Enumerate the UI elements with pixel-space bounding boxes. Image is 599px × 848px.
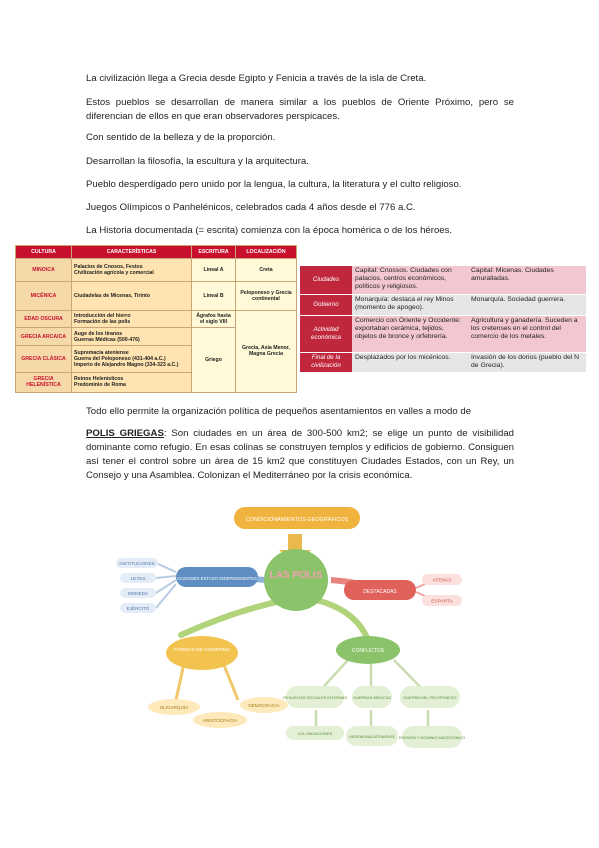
header-cultura: CULTURA [15, 244, 72, 260]
conf-sub-2: DIVISIÓN Y DOMINIO MACEDÓNICO [399, 735, 466, 740]
row-header-actividad: Actividad económica [300, 315, 352, 353]
header-escritura: ESCRITURA [191, 244, 236, 260]
right-node [344, 580, 416, 600]
paragraph-5: Pueblo desperdigado pero unido por la le… [86, 179, 462, 190]
left-label: CIUDADES-ESTADO INDEPENDIENTES [177, 576, 257, 581]
loc-grecia: Grecia, Asia Menor, Magna Grecia [235, 309, 297, 394]
left-item-0: INSTITUCIONES [119, 561, 154, 566]
cultures-table: CULTURA CARACTERÍSTICAS ESCRITURA LOCALI… [15, 244, 297, 394]
gov-label: FORMAS DE GOBIERNO [174, 647, 230, 653]
gov-node [166, 636, 238, 670]
top-node [234, 507, 360, 529]
gov-item-1: DEMOCRACIA [248, 703, 280, 708]
left-item-1: LEYES [131, 576, 146, 581]
esc-oscura: Ágrafos hasta el siglo VIII [191, 309, 236, 329]
cell-actividad-minoica: Comercio con Oriente y Occidente: export… [352, 315, 468, 353]
header-localizacion: LOCALIZACIÓN [235, 244, 297, 260]
esc-minoica: Lineal A [191, 258, 236, 282]
cultura-helenistica: GRECIA HELENÍSTICA [15, 371, 72, 394]
paragraph-1: La civilización llega a Grecia desde Egi… [86, 73, 427, 84]
gov-item-0: OLIGARQUÍA [160, 704, 190, 710]
right-label: DESTACADAS [363, 589, 397, 595]
cell-gobierno-micenica: Monarquía. Sociedad guerrera. [468, 294, 586, 316]
paragraph-2: Estos pueblos se desarrollan de manera s… [86, 97, 514, 122]
paragraph-7: La Historia documentada (= escrita) comi… [86, 225, 453, 236]
polis-mindmap: LAS POLIS CONDICIONAMIENTOS GEOGRÁFICOS … [116, 507, 466, 748]
paragraph-4: Desarrollan la filosofía, la escultura y… [86, 156, 309, 167]
cell-final-minoica: Desplazados por los micénicos. [352, 352, 468, 373]
cultura-arcaica: GRECIA ARCAICA [15, 327, 72, 347]
left-item-2: MONEDA [128, 591, 149, 596]
car-micenica: Ciudadelas de Micenas, Tirinto [71, 280, 192, 311]
center-node [264, 549, 328, 611]
esc-micenica: Lineal B [191, 280, 236, 311]
conf-item-1: GUERRAS MÉDICAS [353, 695, 391, 700]
top-label: CONDICIONAMIENTOS GEOGRÁFICOS [246, 516, 349, 523]
intro-paragraph: Todo ello permite la organización políti… [86, 406, 472, 417]
right-item-1: ESPARTA [431, 599, 453, 605]
conf-sub-0: COLONIZACIONES [298, 731, 333, 736]
cultura-oscura: EDAD OSCURA [15, 309, 72, 329]
cell-gobierno-minoica: Monarquía: destaca el rey Minos (momento… [352, 294, 468, 316]
header-caracteristicas: CARACTERÍSTICAS [71, 244, 192, 260]
cultura-clasica: GRECIA CLÁSICA [15, 345, 72, 373]
gov-item-2: ARISTOCRACIA [203, 718, 238, 723]
polis-text: : Son ciudades en un área de 300-500 km2… [86, 428, 515, 481]
esc-griego: Griego [191, 327, 236, 393]
loc-minoica: Creta [235, 258, 297, 282]
center-label: LAS POLIS [270, 570, 323, 581]
branch-conf [313, 597, 371, 643]
row-header-ciudades: Ciudades [300, 266, 352, 296]
left-item-3: EJÉRCITO [127, 605, 150, 611]
polis-title: POLIS GRIEGAS [86, 428, 164, 439]
cell-ciudades-minoica: Capital: Cnossos. Ciudades con palacios,… [352, 266, 468, 296]
cultura-micenica: MICÉNICA [15, 280, 72, 311]
conf-sub-1: HEGEMONÍA ATENIENSE [349, 734, 396, 739]
cell-final-micenica: Invasión de los dorios (pueblo del N de … [468, 352, 586, 373]
conf-item-0: REVUELTAS SOCIALES INTERNAS [283, 695, 347, 700]
row-header-final: Final de la civilización [300, 352, 352, 373]
minoan-mycenaean-table: Ciudades Capital: Cnossos. Ciudades con … [300, 266, 586, 373]
right-item-0: ATENAS [433, 578, 452, 584]
branch-gov [178, 597, 289, 638]
cultura-minoica: MINOICA [15, 258, 72, 282]
loc-micenica: Peloponeso y Grecia continental [235, 280, 297, 311]
conf-label: CONFLICTOS [352, 648, 385, 654]
left-node [176, 567, 258, 587]
cell-ciudades-micenica: Capital: Micenas. Ciudades amuralladas. [468, 266, 586, 296]
paragraph-3: Con sentido de la belleza y de la propor… [86, 132, 276, 143]
conf-item-2: GUERRA DEL PELOPONESO [403, 695, 456, 700]
paragraph-6: Juegos Olímpicos o Panhelénicos, celebra… [86, 202, 416, 213]
row-header-gobierno: Gobierno [300, 294, 352, 316]
cell-actividad-micenica: Agricultura y ganadería. Suceden a los c… [468, 315, 586, 353]
polis-paragraph: POLIS GRIEGAS: Son ciudades en un área d… [86, 427, 514, 483]
conf-node [336, 636, 400, 664]
